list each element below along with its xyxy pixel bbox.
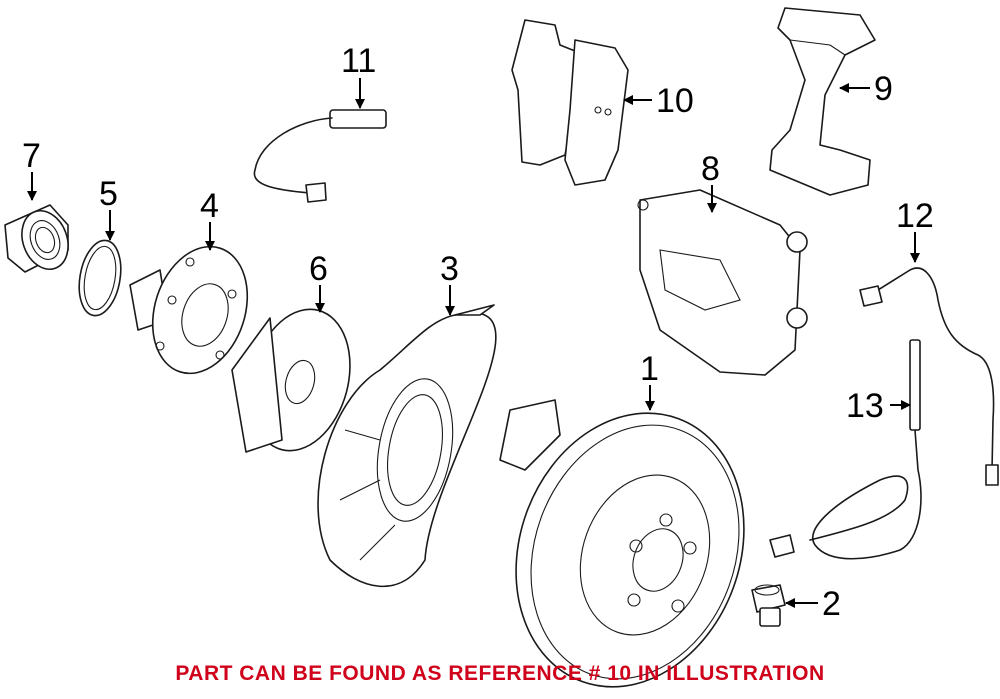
- abs-sensor-part: [769, 339, 922, 560]
- brake-pads-part: [511, 19, 629, 186]
- callout-8: 8: [701, 150, 720, 188]
- caliper-carrier-part: [769, 7, 876, 196]
- callout-11: 11: [341, 42, 376, 80]
- callout-13: 13: [846, 387, 884, 425]
- callout-3: 3: [440, 250, 459, 288]
- wheel-hub-part: [129, 245, 249, 375]
- callout-12: 12: [896, 197, 934, 235]
- snap-ring-part: [78, 239, 122, 317]
- dust-shield-part: [317, 304, 561, 588]
- callout-5: 5: [99, 175, 118, 213]
- brake-caliper-part: [637, 189, 808, 376]
- callout-4: 4: [200, 187, 219, 225]
- wear-sensor-part: [253, 109, 387, 203]
- brake-hose-part: [859, 267, 999, 486]
- callout-10: 10: [656, 82, 694, 120]
- bleeder-screw-part: [751, 584, 786, 627]
- wheel-bearing-part: [4, 204, 69, 273]
- callout-6: 6: [309, 250, 328, 288]
- callout-9: 9: [874, 70, 893, 108]
- brake-rotor-part: [515, 412, 745, 688]
- reference-caption: PART CAN BE FOUND AS REFERENCE # 10 IN I…: [175, 662, 825, 685]
- callout-7: 7: [22, 137, 41, 175]
- callout-2: 2: [822, 585, 841, 623]
- callout-1: 1: [640, 350, 659, 388]
- callout-leaders: [27, 78, 920, 608]
- callout-labels: 1 2 3 4 5 6 7 8 9 10 11 12 13: [22, 42, 934, 623]
